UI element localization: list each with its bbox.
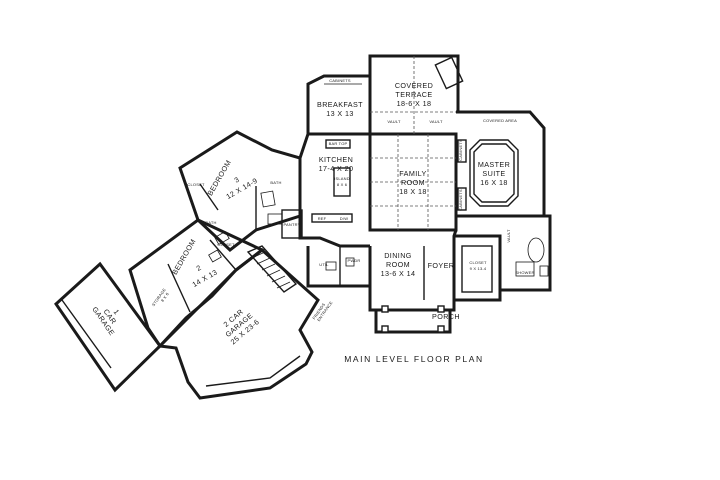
family-room-label: FAMILY (399, 169, 426, 178)
dining-room-label: DINING (384, 251, 412, 260)
garage-2-label-group: 2 CAR GARAGE 25 X 23-6 (221, 307, 261, 346)
dining-room-walls (368, 229, 458, 312)
storage-size: 8 X 6 (160, 291, 170, 303)
covered-terrace-size: 18-6 X 18 (397, 99, 432, 108)
stairs (246, 245, 298, 293)
closet-label-bedroom-3: CLOSET (187, 182, 205, 187)
breakfast-size: 13 X 13 (326, 109, 354, 118)
bath-label-lower: BATH (205, 220, 216, 225)
bedroom-2-number: 2 (195, 263, 203, 273)
dining-room-size: 13-6 X 14 (381, 269, 416, 278)
family-room-walls (368, 56, 458, 232)
dining-room-label-2: ROOM (386, 260, 410, 269)
util-label: UTIL (319, 262, 329, 267)
plan-title: MAIN LEVEL FLOOR PLAN (344, 354, 484, 364)
master-bath-walls (496, 214, 552, 292)
garage-1-label-group: 1 CAR GARAGE (90, 305, 122, 337)
powder-label: PWDR (347, 258, 360, 263)
pantry-label: PANTRY (283, 222, 300, 227)
porch-label: PORCH (432, 312, 460, 321)
bedroom-2-size: 14 X 13 (191, 267, 219, 289)
master-suite-label-2: SUITE (482, 169, 505, 178)
bedroom-3-size: 12 X 14-9 (224, 176, 259, 201)
kitchen-size: 17-4 X 20 (319, 164, 354, 173)
covered-area-label: COVERED AREA (483, 118, 517, 123)
foyer-label: FOYER (428, 261, 455, 270)
cabinets-label: CABINETS (329, 78, 351, 83)
master-suite-size: 16 X 18 (480, 178, 508, 187)
vault-label-right: VAULT (429, 119, 443, 124)
bedroom-3-number: 3 (233, 175, 241, 185)
island-size: 8 X 6 (337, 182, 348, 187)
family-room-label-2: ROOM (401, 178, 425, 187)
covered-terrace-label: COVERED (395, 81, 433, 90)
kitchen-label: KITCHEN (319, 155, 353, 164)
master-suite-label: MASTER (478, 160, 510, 169)
bar-top-label: BAR TOP (329, 141, 348, 146)
bedroom-2-label-group: BEDROOM (170, 237, 198, 276)
kitchen-walls (281, 132, 370, 248)
vault-label-left: VAULT (387, 119, 401, 124)
util-powder-walls (306, 246, 370, 288)
garage-1-number: 1 (112, 308, 122, 317)
closet-label-bedroom-2: CLOSET (217, 242, 235, 247)
bedroom-2-num-group: 2 14 X 13 (191, 263, 219, 289)
ref-label: REF (318, 216, 327, 221)
covered-terrace-label-2: TERRACE (395, 90, 432, 99)
bedroom-2-walls (128, 218, 265, 349)
bedroom-2-label: BEDROOM (170, 237, 198, 276)
island-label: ISLAND (334, 176, 350, 181)
closet-label-master: CLOSET (469, 260, 487, 265)
cabinets-side-label-2: CABINETS (458, 189, 463, 211)
porch-walls (374, 305, 452, 334)
dw-label: D/W (340, 216, 348, 221)
shower-label: SHOWER (515, 270, 534, 275)
cabinets-side-label: CABINETS (458, 139, 463, 161)
vault-label-bath: VAULT (506, 229, 511, 243)
bath-label-upper: BATH (270, 180, 281, 185)
closet-size: 9 X 13-4 (470, 266, 487, 271)
family-room-size: 18 X 18 (399, 187, 427, 196)
breakfast-label: BREAKFAST (317, 100, 363, 109)
